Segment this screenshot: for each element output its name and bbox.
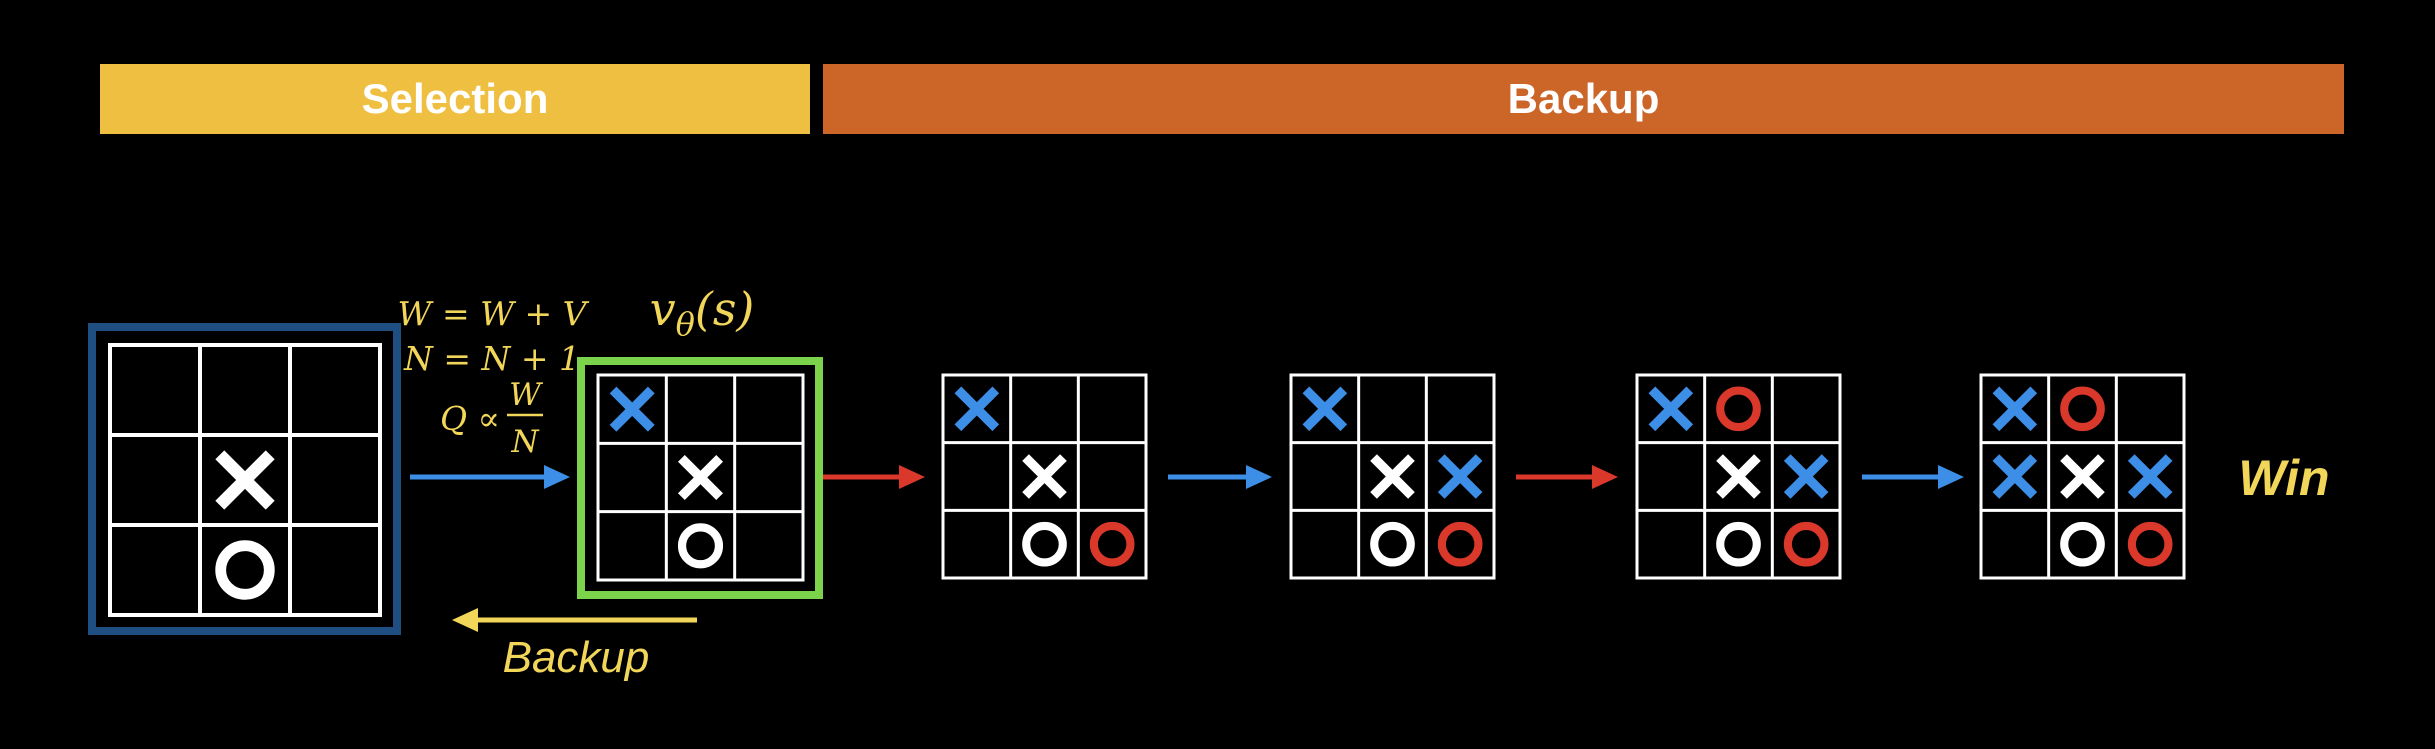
cell-1 bbox=[1716, 386, 1761, 432]
cell-7 bbox=[215, 540, 275, 600]
arrow-rollout-3-to-rollout-4 bbox=[1862, 465, 1964, 489]
arrow-root-to-selected bbox=[410, 465, 570, 489]
o-mark-icon bbox=[677, 523, 724, 569]
cell-7 bbox=[677, 523, 724, 569]
o-mark-icon bbox=[1716, 386, 1761, 432]
win-label: Win bbox=[2238, 450, 2329, 506]
o-mark-icon bbox=[2060, 386, 2105, 432]
arrow-selected-to-rollout-1 bbox=[823, 465, 925, 489]
x-mark-icon bbox=[2127, 454, 2173, 499]
arrow-rollout-2-to-rollout-3 bbox=[1516, 465, 1618, 489]
board-root bbox=[88, 323, 401, 635]
cell-5 bbox=[1783, 454, 1829, 499]
x-mark-icon bbox=[609, 386, 655, 432]
x-mark-icon bbox=[1022, 454, 1067, 499]
root-node-frame bbox=[88, 323, 401, 635]
o-mark-icon bbox=[215, 540, 275, 600]
selected-node-frame bbox=[577, 357, 823, 599]
o-mark-icon bbox=[1783, 521, 1829, 567]
board-selected bbox=[577, 357, 823, 599]
x-mark-icon bbox=[954, 386, 1000, 432]
cell-4 bbox=[1022, 454, 1067, 499]
board-rollout-3 bbox=[1635, 373, 1842, 580]
x-mark-icon bbox=[677, 454, 724, 501]
cell-7 bbox=[1022, 521, 1067, 567]
cell-0 bbox=[1648, 386, 1694, 432]
cell-8 bbox=[1437, 521, 1483, 567]
board-rollout-4 bbox=[1979, 373, 2186, 580]
update-w-equation: W = W + V bbox=[398, 294, 590, 333]
board-border bbox=[596, 373, 805, 582]
selection-header-label: Selection bbox=[361, 75, 549, 122]
o-mark-icon bbox=[1022, 521, 1067, 567]
board-rollout-1 bbox=[941, 373, 1148, 580]
backup-arrow-head bbox=[452, 608, 478, 632]
q-denominator: N bbox=[510, 424, 540, 460]
cell-5 bbox=[2127, 454, 2173, 499]
board-border bbox=[108, 343, 382, 617]
o-mark-icon bbox=[1370, 521, 1415, 567]
selection-header-bar: Selection bbox=[100, 64, 810, 134]
cell-8 bbox=[1783, 521, 1829, 567]
o-mark-icon bbox=[1716, 521, 1761, 567]
cell-4 bbox=[2060, 454, 2105, 499]
cell-4 bbox=[677, 454, 724, 501]
board-border bbox=[1289, 373, 1496, 580]
backup-header-label: Backup bbox=[1507, 75, 1660, 122]
cell-4 bbox=[1370, 454, 1415, 499]
x-mark-icon bbox=[1648, 386, 1694, 432]
arrow-rollout-1-to-rollout-2 bbox=[1168, 465, 1272, 489]
cell-0 bbox=[609, 386, 655, 432]
x-mark-icon bbox=[1302, 386, 1348, 432]
backup-annotation-label: Backup bbox=[503, 633, 650, 682]
arrow-head bbox=[1592, 465, 1618, 489]
board-rollout-2 bbox=[1289, 373, 1496, 580]
cell-7 bbox=[1716, 521, 1761, 567]
cell-0 bbox=[954, 386, 1000, 432]
cell-7 bbox=[2060, 521, 2105, 567]
arrows-layer bbox=[410, 465, 1964, 489]
cell-3 bbox=[1992, 454, 2038, 499]
board-border bbox=[1979, 373, 2186, 580]
cell-4 bbox=[215, 450, 275, 510]
x-mark-icon bbox=[1992, 454, 2038, 499]
q-numerator: W bbox=[509, 377, 543, 413]
x-mark-icon bbox=[1783, 454, 1829, 499]
arrow-head bbox=[1246, 465, 1272, 489]
cell-5 bbox=[1437, 454, 1483, 499]
x-mark-icon bbox=[1370, 454, 1415, 499]
update-n-equation: N = N + 1 bbox=[403, 339, 580, 378]
x-mark-icon bbox=[1992, 386, 2038, 432]
boards-layer bbox=[88, 323, 2186, 635]
cell-7 bbox=[1370, 521, 1415, 567]
x-mark-icon bbox=[1716, 454, 1761, 499]
q-equation-lhs: Q ∝ bbox=[440, 399, 500, 438]
arrow-head bbox=[899, 465, 925, 489]
x-mark-icon bbox=[1437, 454, 1483, 499]
arrow-head bbox=[544, 465, 570, 489]
o-mark-icon bbox=[2060, 521, 2105, 567]
arrow-head bbox=[1938, 465, 1964, 489]
value-function-label: vθ(s) bbox=[650, 282, 755, 343]
x-mark-icon bbox=[215, 450, 275, 510]
cell-4 bbox=[1716, 454, 1761, 499]
cell-0 bbox=[1992, 386, 2038, 432]
cell-8 bbox=[2127, 521, 2173, 567]
backup-header-bar: Backup bbox=[823, 64, 2344, 134]
board-border bbox=[1635, 373, 1842, 580]
o-mark-icon bbox=[2127, 521, 2173, 567]
cell-8 bbox=[1089, 521, 1135, 567]
x-mark-icon bbox=[2060, 454, 2105, 499]
cell-1 bbox=[2060, 386, 2105, 432]
board-border bbox=[941, 373, 1148, 580]
o-mark-icon bbox=[1089, 521, 1135, 567]
o-mark-icon bbox=[1437, 521, 1483, 567]
cell-0 bbox=[1302, 386, 1348, 432]
